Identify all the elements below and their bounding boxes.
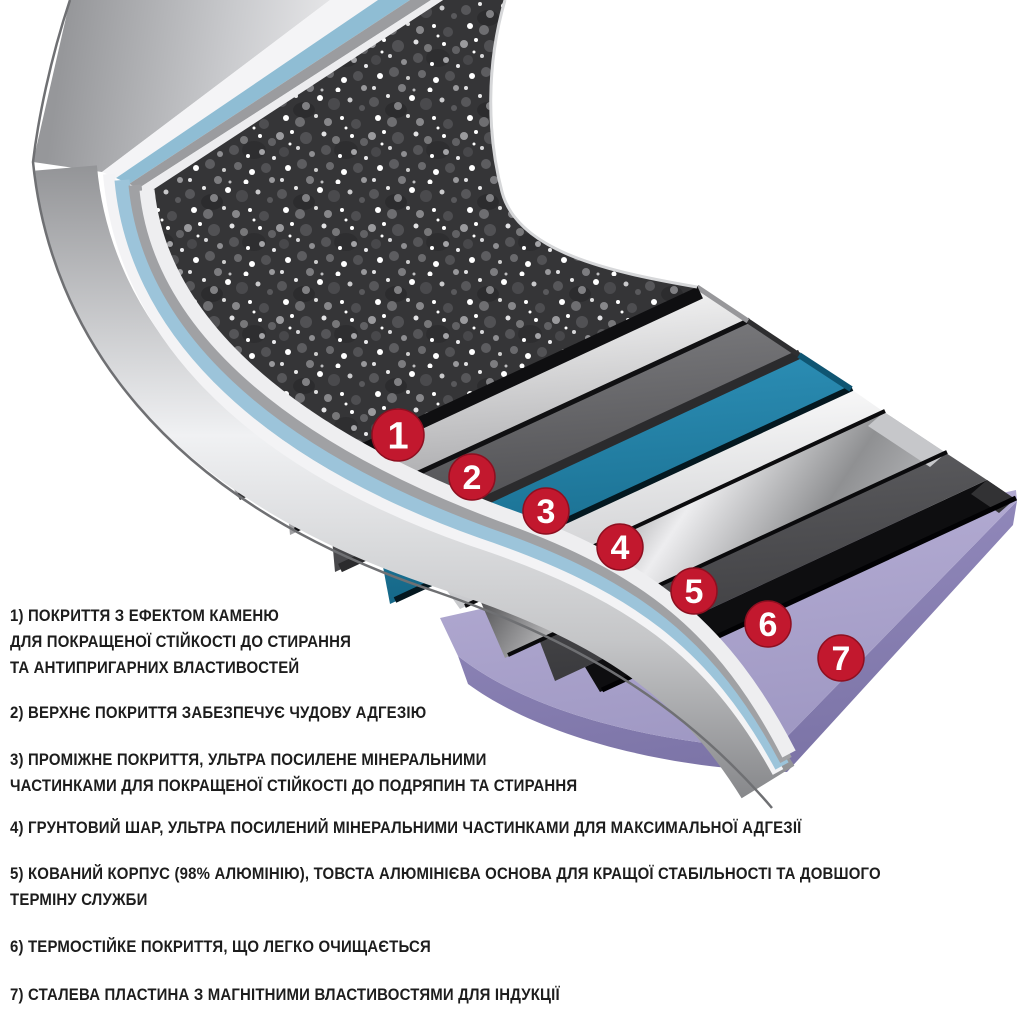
legend-item-4: 4) ГРУНТОВИЙ ШАР, УЛЬТРА ПОСИЛЕНИЙ МІНЕР… — [10, 815, 978, 841]
legend-line: ТЕРМІНУ СЛУЖБИ — [10, 890, 148, 909]
legend-line: ДЛЯ ПОКРАЩЕНОЇ СТІЙКОСТІ ДО СТИРАННЯ — [10, 632, 352, 651]
legend-line: 7) СТАЛЕВА ПЛАСТИНА З МАГНІТНИМИ ВЛАСТИВ… — [10, 985, 560, 1004]
legend-item-6: 6) ТЕРМОСТІЙКЕ ПОКРИТТЯ, ЩО ЛЕГКО ОЧИЩАЄ… — [10, 934, 978, 960]
legend-line: 3) ПРОМІЖНЕ ПОКРИТТЯ, УЛЬТРА ПОСИЛЕНЕ МІ… — [10, 750, 487, 769]
legend-item-5: 5) КОВАНИЙ КОРПУС (98% АЛЮМІНІЮ), ТОВСТА… — [10, 861, 978, 913]
legend-line: 2) ВЕРХНЄ ПОКРИТТЯ ЗАБЕЗПЕЧУЄ ЧУДОВУ АДГ… — [10, 703, 427, 722]
svg-text:3: 3 — [537, 493, 556, 531]
legend-item-7: 7) СТАЛЕВА ПЛАСТИНА З МАГНІТНИМИ ВЛАСТИВ… — [10, 982, 978, 1008]
legend-line: 4) ГРУНТОВИЙ ШАР, УЛЬТРА ПОСИЛЕНИЙ МІНЕР… — [10, 818, 802, 837]
legend-line: ТА АНТИПРИГАРНИХ ВЛАСТИВОСТЕЙ — [10, 658, 300, 677]
svg-text:6: 6 — [759, 606, 778, 644]
svg-text:4: 4 — [611, 529, 630, 567]
svg-text:2: 2 — [463, 459, 482, 497]
legend-line: 5) КОВАНИЙ КОРПУС (98% АЛЮМІНІЮ), ТОВСТА… — [10, 864, 881, 883]
legend-line: 1) ПОКРИТТЯ З ЕФЕКТОМ КАМЕНЮ — [10, 606, 280, 625]
marker-6: 6 — [744, 600, 792, 648]
legend-item-3: 3) ПРОМІЖНЕ ПОКРИТТЯ, УЛЬТРА ПОСИЛЕНЕ МІ… — [10, 747, 978, 799]
svg-text:5: 5 — [685, 573, 704, 611]
pan-wall-rim-cut-face — [33, 0, 443, 193]
svg-text:1: 1 — [387, 415, 408, 457]
legend-line: 6) ТЕРМОСТІЙКЕ ПОКРИТТЯ, ЩО ЛЕГКО ОЧИЩАЄ… — [10, 937, 431, 956]
marker-5: 5 — [670, 567, 718, 615]
marker-3: 3 — [522, 487, 570, 535]
legend-item-2: 2) ВЕРХНЄ ПОКРИТТЯ ЗАБЕЗПЕЧУЄ ЧУДОВУ АДГ… — [10, 700, 978, 726]
marker-7: 7 — [817, 634, 865, 682]
svg-text:7: 7 — [832, 640, 851, 678]
marker-4: 4 — [596, 523, 644, 571]
marker-2: 2 — [448, 453, 496, 501]
pan-wall-sweep — [31, 0, 796, 809]
markers: 1 2 3 4 5 6 7 — [371, 408, 865, 682]
marker-1: 1 — [371, 408, 425, 462]
legend-item-1: 1) ПОКРИТТЯ З ЕФЕКТОМ КАМЕНЮ ДЛЯ ПОКРАЩЕ… — [10, 603, 978, 681]
legend-line: ЧАСТИНКАМИ ДЛЯ ПОКРАЩЕНОЇ СТІЙКОСТІ ДО П… — [10, 776, 578, 795]
